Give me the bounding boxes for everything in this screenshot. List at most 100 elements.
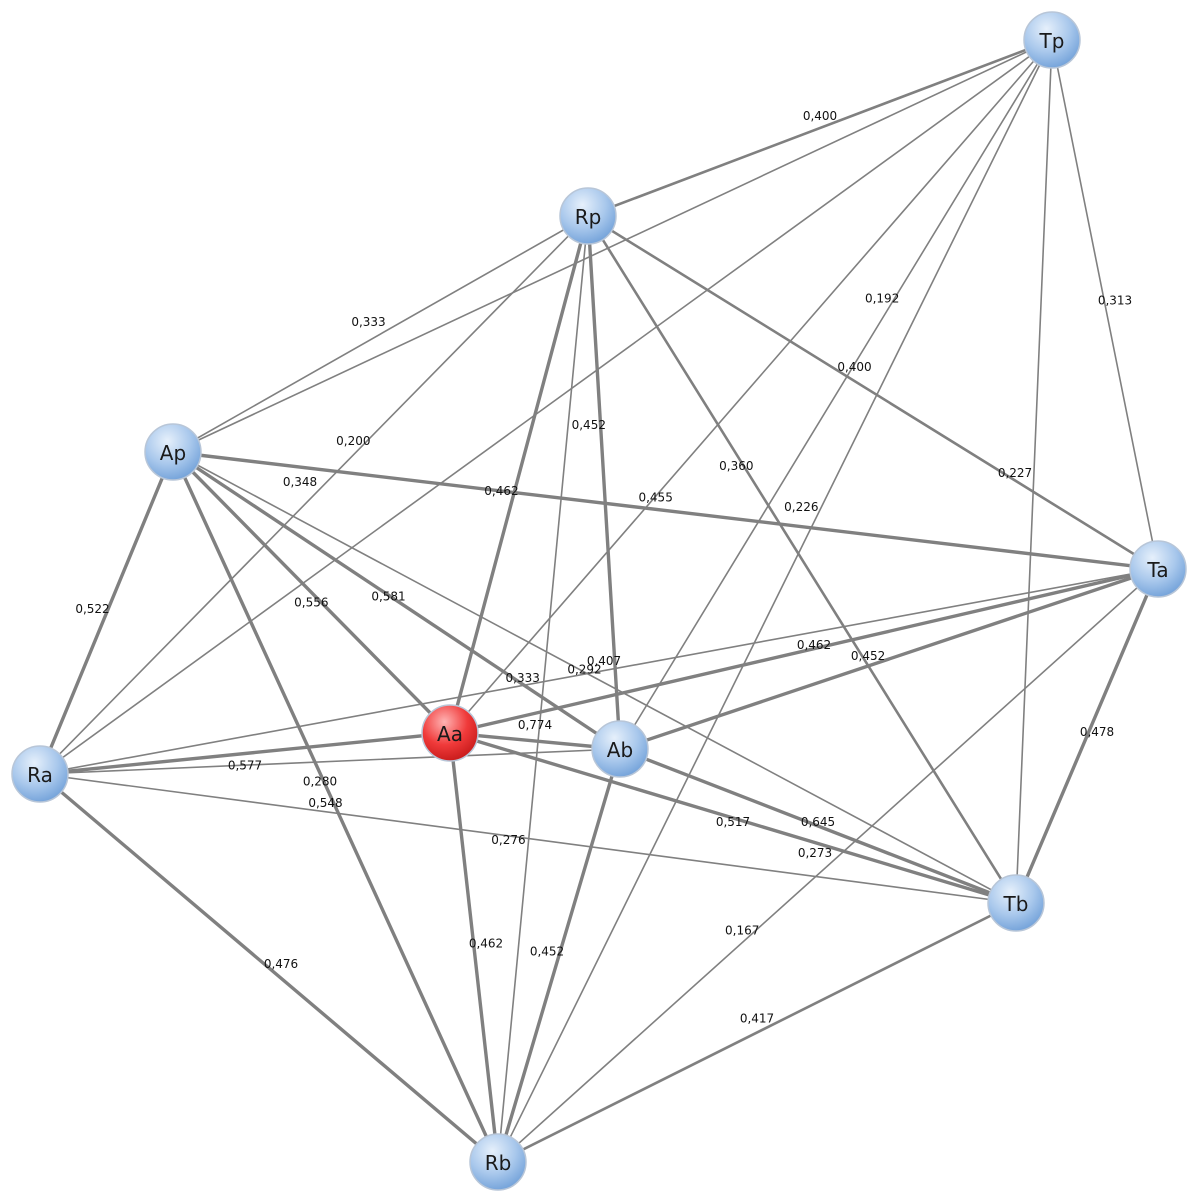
node-tb: Tb [987, 874, 1045, 932]
node-aa: Aa [421, 704, 479, 762]
edge-rb-ta [497, 568, 1159, 1163]
node-label: Rb [485, 1151, 512, 1175]
node-tp: Tp [1023, 11, 1081, 69]
edge-ap-ra [38, 450, 175, 776]
node-label: Ap [160, 441, 186, 465]
edge-label: 0,400 [803, 109, 837, 123]
node-circle [591, 720, 649, 778]
edge-label: 0,407 [587, 654, 621, 668]
edge-label: 0,226 [784, 500, 818, 514]
node-circle [1023, 11, 1081, 69]
node-rp: Rp [559, 187, 617, 245]
edge-tb-rp [586, 214, 1018, 905]
edge-ra-rp [39, 215, 589, 775]
edge-ta-rp [586, 214, 1160, 571]
edge-label: 0,517 [716, 815, 750, 829]
edge-aa-tb [448, 731, 1018, 905]
edge-aa-tp [449, 39, 1053, 734]
node-ra: Ra [11, 745, 69, 803]
node-ta: Ta [1129, 540, 1187, 598]
edge-ap-tp [172, 39, 1053, 453]
edge-ap-ab [171, 450, 622, 751]
node-label: Tb [1003, 892, 1029, 916]
edge-label: 0,417 [740, 1012, 774, 1026]
edge-label: 0,478 [1080, 725, 1114, 739]
edge-tb-rb [496, 901, 1018, 1164]
node-rb: Rb [469, 1133, 527, 1191]
edge-label: 0,200 [336, 434, 370, 448]
edge-label: 0,645 [801, 815, 835, 829]
edge-label: 0,276 [491, 833, 525, 847]
edge-ra-tp [39, 39, 1053, 775]
edge-label: 0,548 [308, 796, 342, 810]
edge-rb-rp [497, 215, 589, 1163]
edge-label: 0,273 [798, 846, 832, 860]
edges-layer [38, 38, 1160, 1164]
node-ap: Ap [144, 423, 202, 481]
edge-label: 0,577 [228, 759, 262, 773]
edge-label: 0,400 [837, 360, 871, 374]
edge-label: 0,452 [572, 418, 606, 432]
node-circle [987, 874, 1045, 932]
edge-label: 0,333 [351, 315, 385, 329]
edge-ta-tp [1051, 39, 1159, 570]
edge-tb-tp [1015, 39, 1053, 904]
edge-aa-rp [448, 214, 590, 735]
edge-label: 0,522 [75, 602, 109, 616]
edge-label: 0,455 [638, 490, 672, 504]
node-circle [144, 423, 202, 481]
edge-ab-rp [586, 214, 622, 751]
edge-label: 0,476 [264, 957, 298, 971]
edge-ra-tb [39, 773, 1017, 904]
edge-ra-ab [39, 748, 621, 775]
node-label: Ra [27, 763, 53, 787]
edge-ap-rb [171, 450, 500, 1164]
edge-aa-ta [448, 567, 1160, 735]
edge-ap-aa [171, 450, 452, 735]
edge-ab-tb [618, 747, 1018, 905]
node-circle [1129, 540, 1187, 598]
edge-label: 0,167 [725, 924, 759, 938]
edge-label: 0,313 [1098, 294, 1132, 308]
edge-label: 0,452 [530, 945, 564, 959]
node-circle [469, 1133, 527, 1191]
edge-ab-rb [496, 747, 622, 1164]
node-circle [559, 187, 617, 245]
edge-label: 0,556 [294, 596, 328, 610]
edge-label: 0,462 [797, 638, 831, 652]
node-label: Tp [1039, 29, 1065, 53]
edge-label: 0,227 [998, 466, 1032, 480]
edge-ap-ta [171, 450, 1160, 571]
edge-ra-aa [38, 731, 452, 776]
node-label: Ab [607, 738, 633, 762]
node-label: Ta [1146, 558, 1168, 582]
edge-label: 0,462 [469, 937, 503, 951]
edge-label: 0,581 [371, 590, 405, 604]
edge-label: 0,452 [851, 649, 885, 663]
edge-ap-tb [172, 451, 1017, 904]
edge-label: 0,280 [303, 775, 337, 789]
node-circle [421, 704, 479, 762]
edge-label: 0,348 [283, 475, 317, 489]
edge-label: 0,774 [518, 718, 552, 732]
edge-ab-tp [619, 39, 1053, 750]
node-ab: Ab [591, 720, 649, 778]
edge-label: 0,360 [719, 459, 753, 473]
edge-ap-rp [172, 215, 589, 453]
edge-aa-rb [448, 731, 500, 1164]
edge-ra-rb [38, 772, 500, 1164]
edge-label: 0,333 [506, 671, 540, 685]
edge-labels-layer: 0,4000,1920,2260,3130,3330,2000,4620,452… [75, 109, 1132, 1026]
edge-label: 0,462 [484, 484, 518, 498]
edge-ab-ta [618, 567, 1160, 751]
edge-rp-tp [586, 38, 1054, 218]
edge-tb-ta [1014, 567, 1160, 905]
node-circle [11, 745, 69, 803]
node-label: Rp [575, 205, 602, 229]
edge-ra-ta [39, 568, 1159, 775]
edge-rb-tp [497, 39, 1053, 1163]
node-label: Aa [437, 722, 463, 746]
edge-label: 0,292 [567, 663, 601, 677]
